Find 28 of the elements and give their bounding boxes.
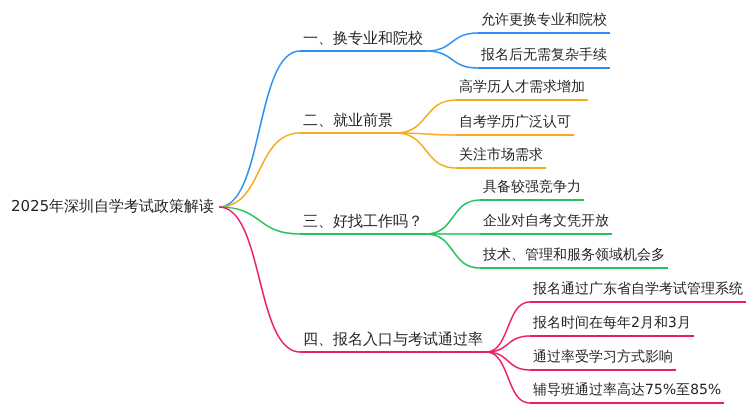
connector-line — [426, 50, 478, 69]
subtopic: 企业对自考文凭开放 — [480, 210, 612, 235]
branch-topic: 三、好找工作吗？ — [300, 210, 426, 235]
connector-line — [426, 233, 480, 269]
subtopic: 具备较强竞争力 — [480, 176, 584, 201]
subtopic: 关注市场需求 — [456, 144, 546, 169]
connector-line — [426, 233, 480, 235]
subtopic: 技术、管理和服务领域机会多 — [480, 244, 668, 269]
subtopic: 通过率受学习方式影响 — [530, 346, 676, 371]
connector-line — [486, 335, 530, 353]
connector-line — [486, 351, 530, 404]
connector-line — [218, 206, 300, 353]
branch-topic: 四、报名入口与考试通过率 — [300, 328, 486, 353]
subtopic: 报名通过广东省自学考试管理系统 — [530, 278, 746, 303]
branch-topic: 一、换专业和院校 — [300, 27, 426, 52]
branch-topic: 二、就业前景 — [300, 109, 396, 134]
subtopic: 允许更换专业和院校 — [478, 9, 610, 34]
connector-line — [396, 132, 456, 169]
connector-line — [218, 206, 300, 235]
connector-line — [426, 32, 478, 52]
subtopic: 辅导班通过率高达75%至85% — [530, 379, 724, 404]
central-topic: 2025年深圳自学考试政策解读 — [8, 195, 218, 218]
subtopic: 报名时间在每年2月和3月 — [530, 312, 694, 337]
subtopic: 自考学历广泛认可 — [456, 111, 574, 136]
connector-line — [396, 132, 456, 136]
subtopic: 报名后无需复杂手续 — [478, 44, 610, 69]
connector-line — [218, 132, 300, 208]
subtopic: 高学历人才需求增加 — [456, 76, 588, 101]
